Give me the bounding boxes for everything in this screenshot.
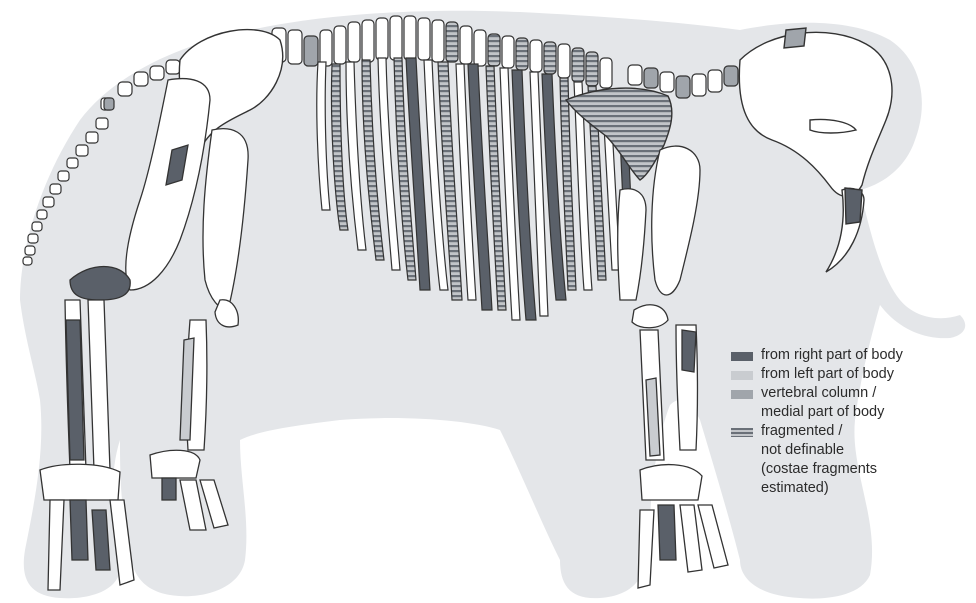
legend-item-right: from right part of body — [731, 346, 971, 365]
legend-item-left: from left part of body — [731, 365, 971, 384]
legend-swatch-vertebral — [731, 390, 753, 399]
legend-swatch-right — [731, 352, 753, 361]
legend-label-right: from right part of body — [761, 346, 903, 365]
legend-label-vertebral: vertebral column / medial part of body — [761, 384, 884, 422]
legend-swatch-fragmented — [731, 428, 753, 437]
legend-item-vertebral: vertebral column / medial part of body — [731, 384, 971, 422]
legend-label-fragmented: fragmented / not definable (costae fragm… — [761, 422, 877, 498]
legend-swatch-left — [731, 371, 753, 380]
legend-item-fragmented: fragmented / not definable (costae fragm… — [731, 422, 971, 498]
legend-label-left: from left part of body — [761, 365, 894, 384]
legend: from right part of body from left part o… — [731, 346, 971, 498]
